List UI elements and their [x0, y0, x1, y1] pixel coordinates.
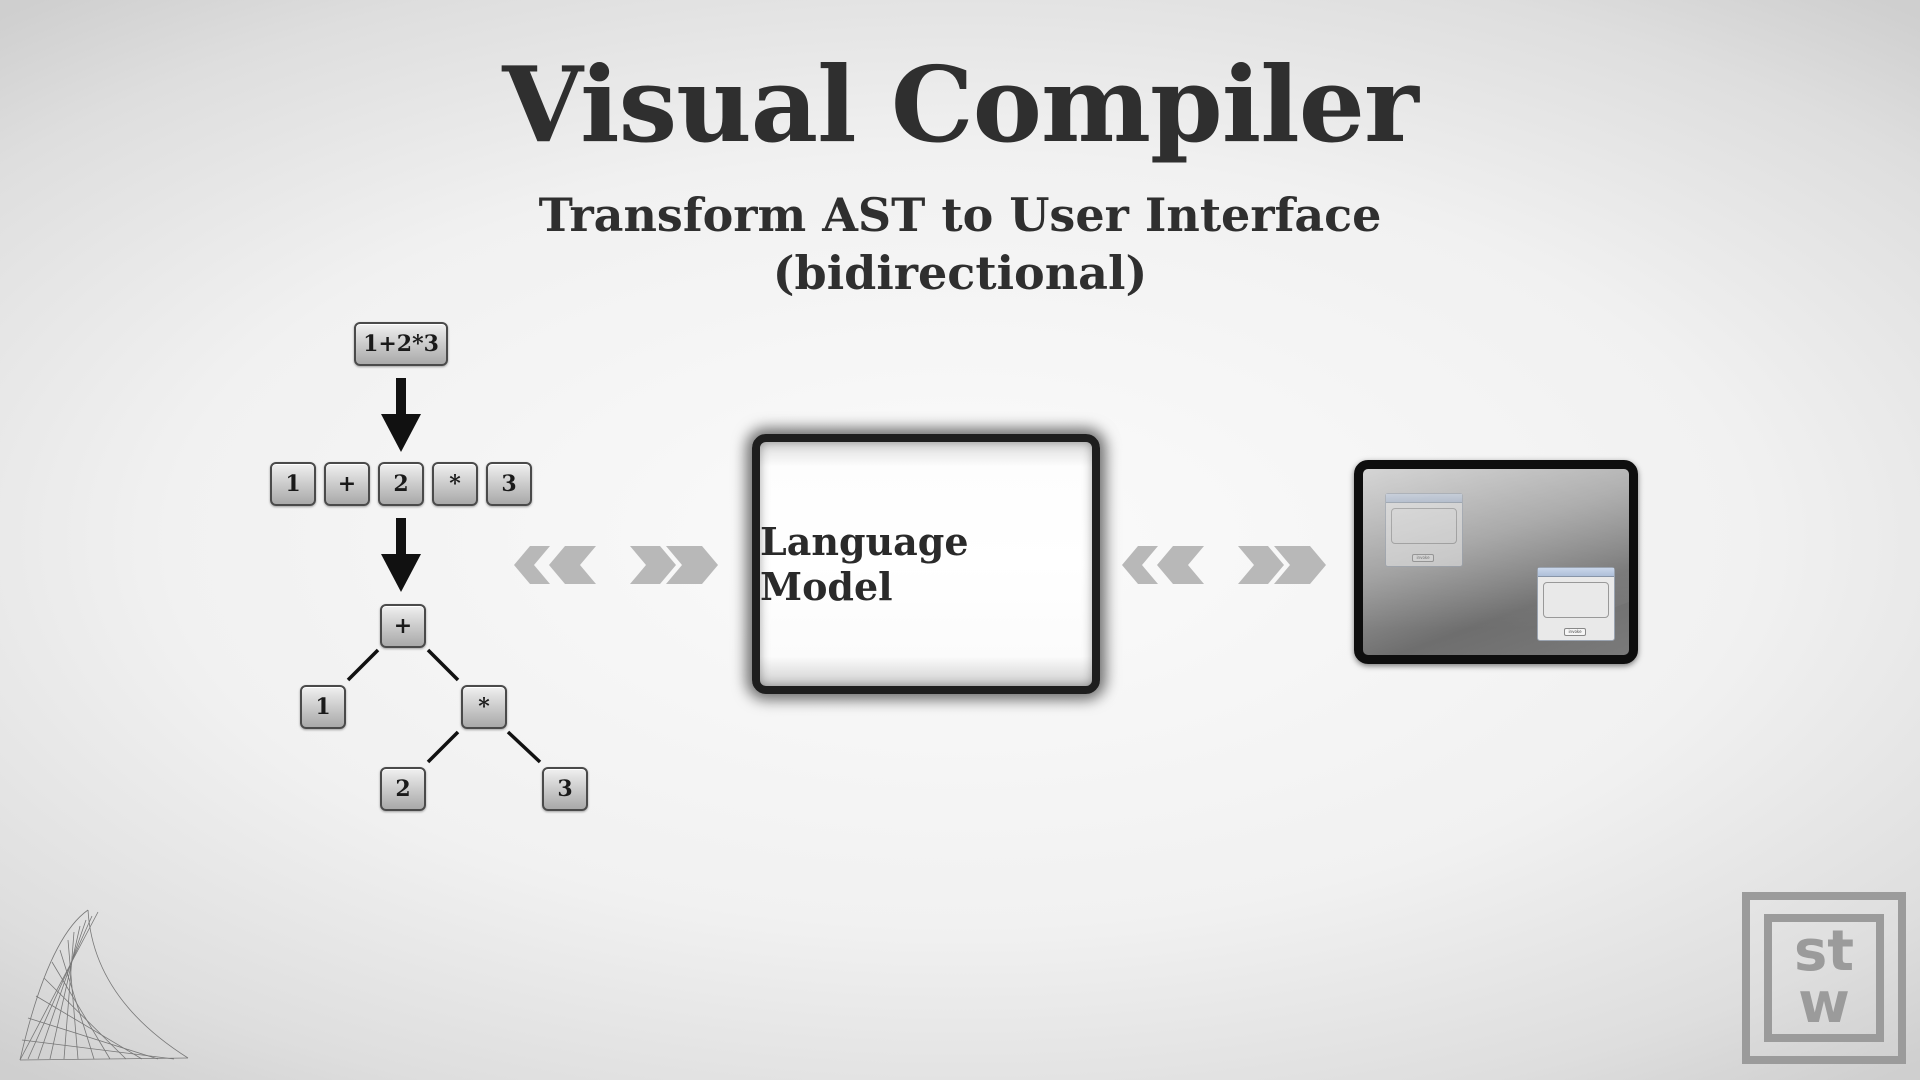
down-arrow-icon — [381, 518, 421, 592]
ui-mockup-tablet: invoke invoke — [1354, 460, 1638, 664]
tree-edges — [346, 648, 542, 764]
token-operator: * — [432, 462, 478, 506]
ast-node-root: + — [380, 604, 426, 648]
mini-window-body — [1543, 582, 1609, 618]
ast-node-left: 1 — [300, 685, 346, 729]
token-number: 1 — [270, 462, 316, 506]
language-model-box: Language Model — [752, 434, 1100, 694]
stw-logo-bottom: w — [1798, 971, 1850, 1036]
stw-logo-top: st — [1793, 919, 1855, 984]
bidirectional-arrow-icon — [1122, 546, 1326, 584]
ast-node-mul-right: 3 — [542, 767, 588, 811]
mini-window: invoke — [1537, 567, 1615, 641]
mini-invoke-button: invoke — [1564, 628, 1586, 636]
mini-window-header — [1386, 494, 1462, 503]
sketch-illustration — [19, 909, 189, 1061]
mini-window-body — [1391, 508, 1457, 544]
expression-token: 1+2*3 — [354, 322, 448, 366]
subtitle-line-2: (bidirectional) — [772, 246, 1148, 300]
bidirectional-arrow-icon — [514, 546, 718, 584]
mini-window-header — [1538, 568, 1614, 577]
stw-logo-inner: st w — [1764, 914, 1884, 1042]
slide-subtitle: Transform AST to User Interface (bidirec… — [0, 186, 1920, 302]
stw-logo-text: st w — [1772, 919, 1876, 1036]
token-operator: + — [324, 462, 370, 506]
ast-node-mul: * — [461, 685, 507, 729]
mini-invoke-button: invoke — [1412, 554, 1434, 562]
stw-logo: st w — [1742, 892, 1906, 1064]
mini-window: invoke — [1385, 493, 1463, 567]
ast-node-mul-left: 2 — [380, 767, 426, 811]
token-number: 3 — [486, 462, 532, 506]
slide-title: Visual Compiler — [502, 43, 1419, 166]
token-number: 2 — [378, 462, 424, 506]
subtitle-line-1: Transform AST to User Interface — [538, 188, 1382, 242]
language-model-label: Language Model — [760, 519, 969, 609]
down-arrow-icon — [381, 378, 421, 452]
